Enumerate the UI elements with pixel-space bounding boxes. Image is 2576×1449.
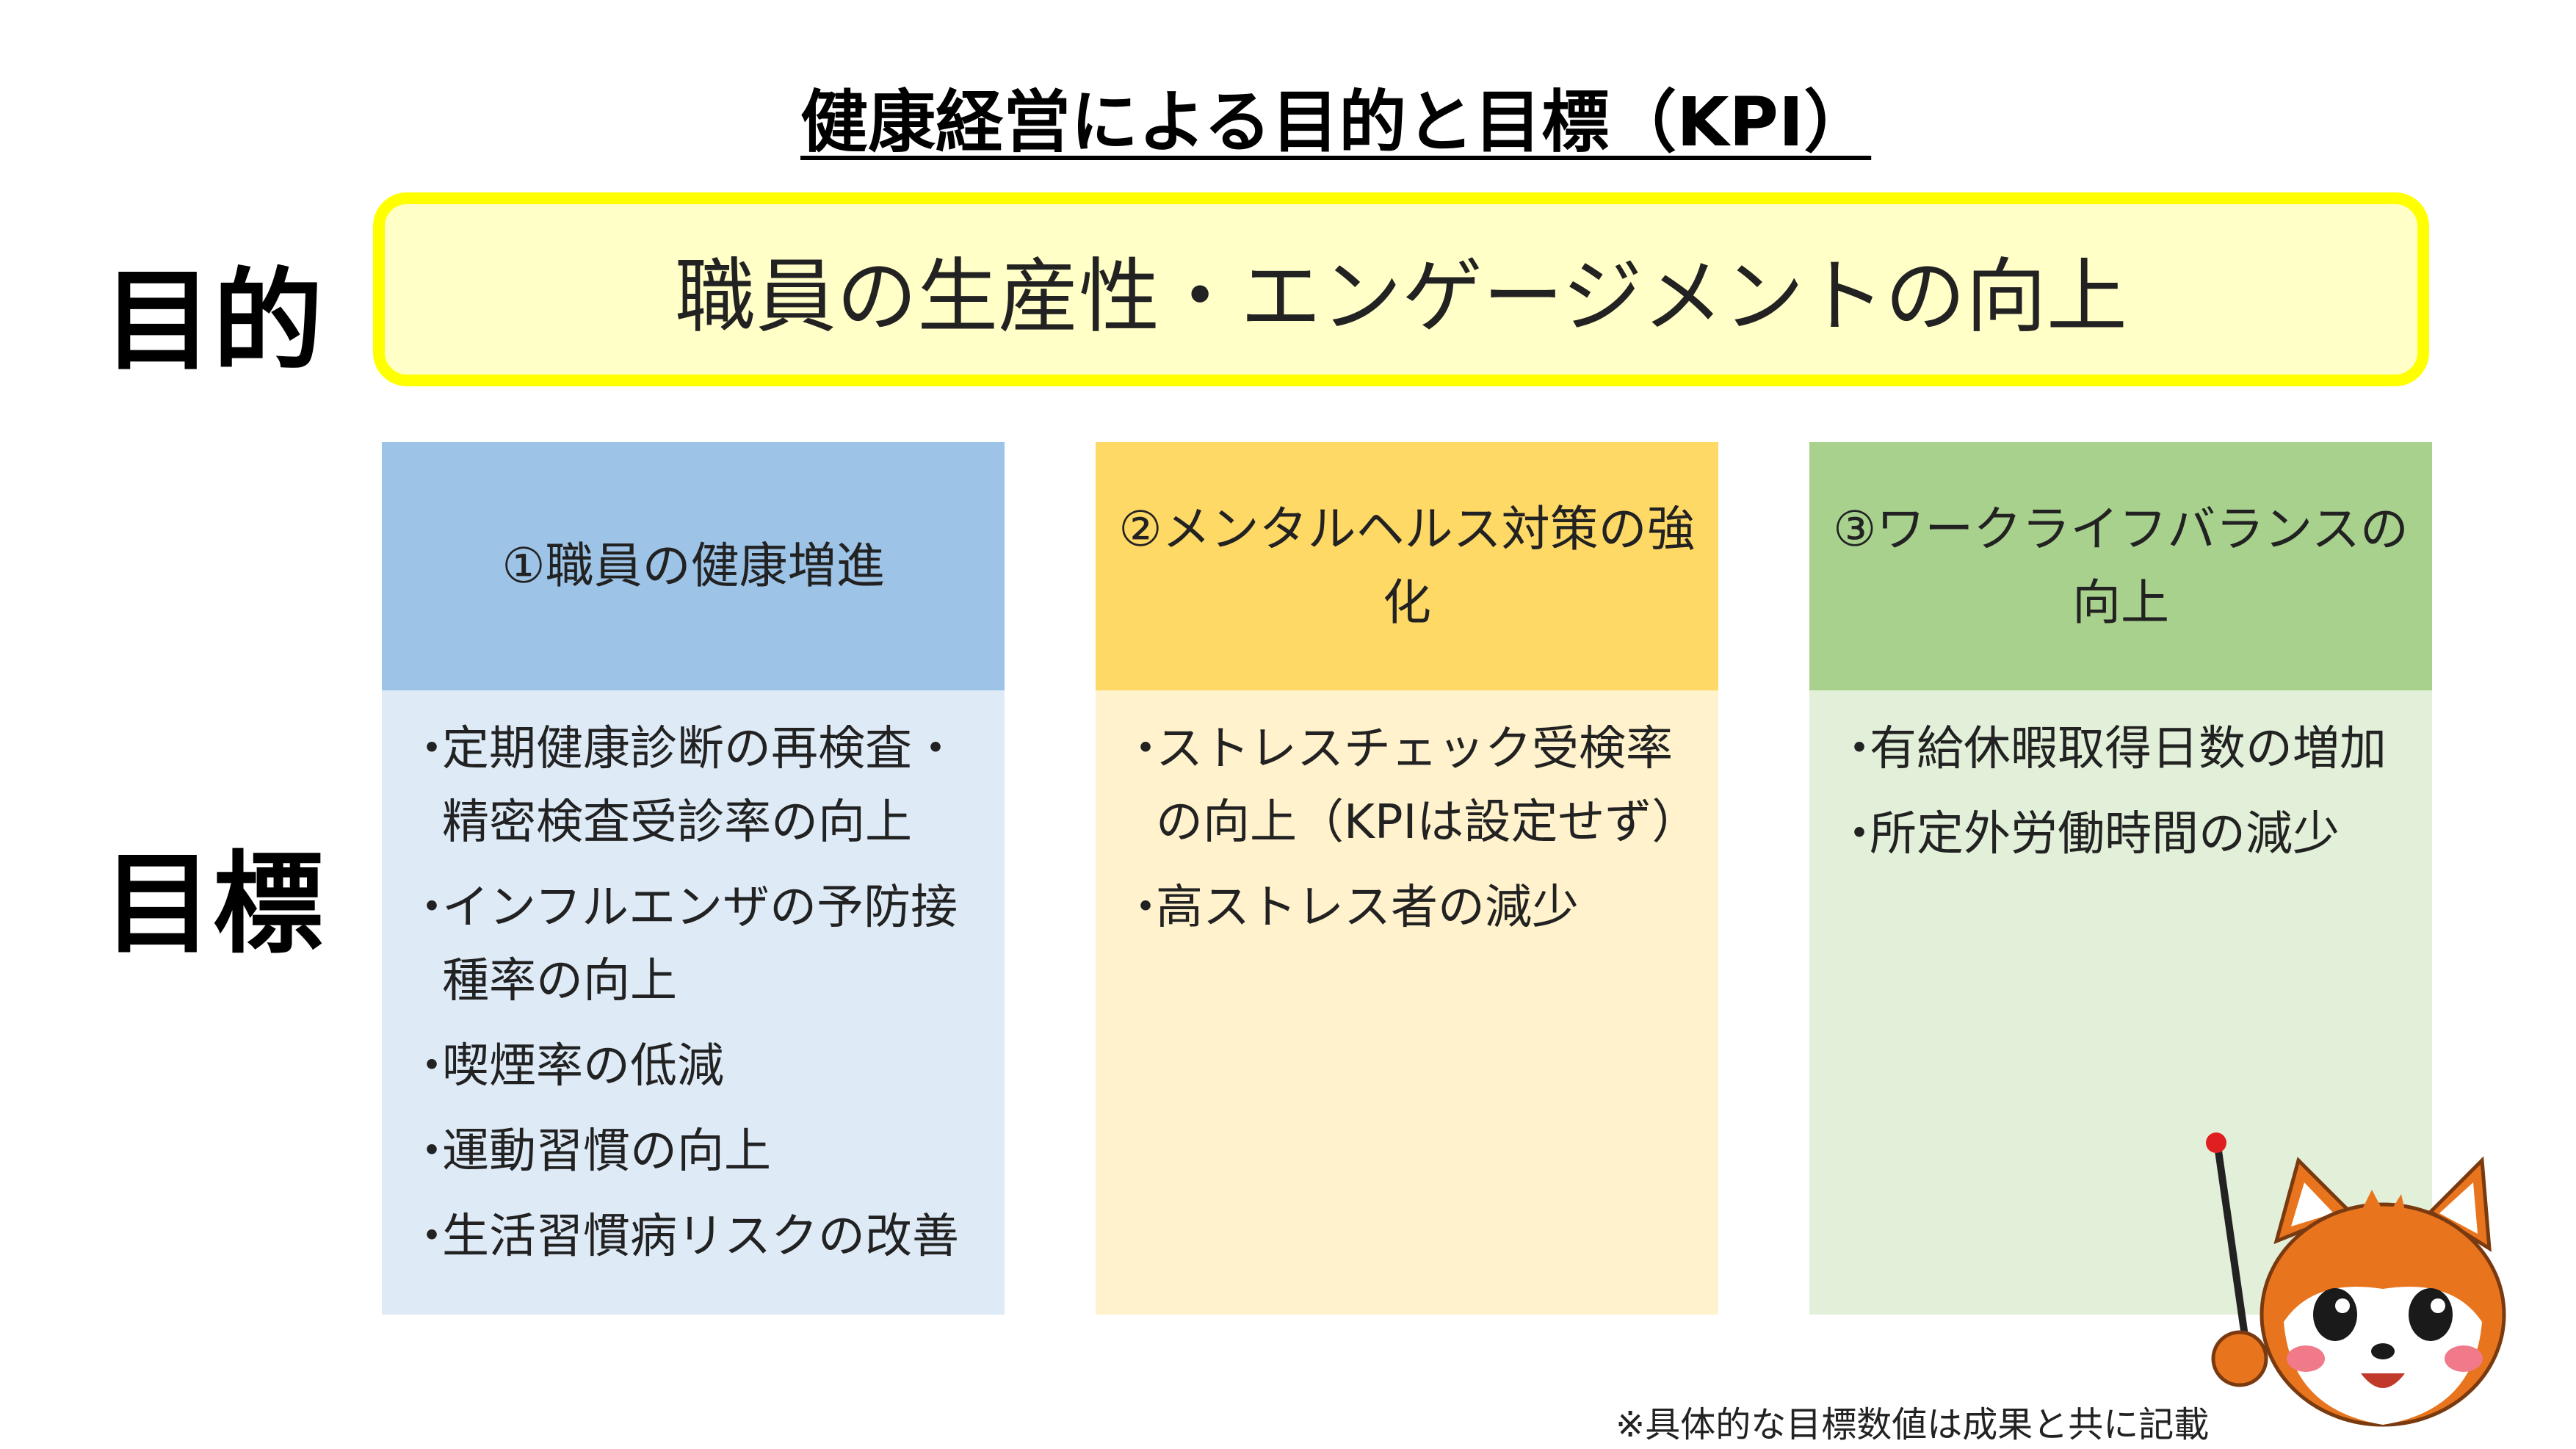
bullet-icon: ・ bbox=[1122, 722, 1169, 776]
fox-mascot-icon bbox=[2206, 1132, 2506, 1427]
bullet-icon: ・ bbox=[1122, 881, 1169, 935]
purpose-text: 職員の生産性・エンゲージメントの向上 bbox=[675, 250, 2127, 344]
purpose-label: 目的 bbox=[103, 258, 324, 386]
page-title: 健康経営による目的と目標（KPI） bbox=[800, 83, 1872, 162]
column-header: ①職員の健康増進 bbox=[382, 442, 1005, 690]
column-body: ・定期健康診断の再検査・精密検査受診率の向上 ・インフルエンザの予防接種率の向上… bbox=[382, 690, 1005, 1315]
column-header: ②メンタルヘルス対策の強化 bbox=[1096, 442, 1718, 690]
list-item: ・所定外労働時間の減少 bbox=[1831, 798, 2410, 871]
list-item: ・定期健康診断の再検査・精密検査受診率の向上 bbox=[404, 712, 983, 859]
goals-label: 目標 bbox=[103, 841, 324, 969]
list-item: ・ストレスチェック受検率の向上（KPIは設定せず） bbox=[1118, 712, 1698, 859]
list-item: ・運動習慣の向上 bbox=[404, 1115, 983, 1188]
bullet-icon: ・ bbox=[408, 881, 455, 935]
list-item: ・高ストレス者の減少 bbox=[1118, 871, 1696, 944]
column-body: ・ストレスチェック受検率の向上（KPIは設定せず） ・高ストレス者の減少 bbox=[1096, 690, 1718, 1315]
column-header: ③ワークライフバランスの向上 bbox=[1809, 442, 2432, 690]
bullet-icon: ・ bbox=[1836, 807, 1883, 861]
list-item: ・インフルエンザの予防接種率の向上 bbox=[404, 871, 983, 1018]
list-item: ・喫煙率の低減 bbox=[404, 1030, 983, 1103]
purpose-box: 職員の生産性・エンゲージメントの向上 bbox=[373, 192, 2429, 386]
bullet-icon: ・ bbox=[408, 722, 455, 776]
goal-column-health: ①職員の健康増進 ・定期健康診断の再検査・精密検査受診率の向上 ・インフルエンザ… bbox=[382, 442, 1005, 1315]
list-item: ・有給休暇取得日数の増加 bbox=[1831, 712, 2410, 786]
footnote: ※具体的な目標数値は成果と共に記載 bbox=[1616, 1404, 2210, 1445]
bullet-icon: ・ bbox=[408, 1039, 455, 1094]
goal-column-mental-health: ②メンタルヘルス対策の強化 ・ストレスチェック受検率の向上（KPIは設定せず） … bbox=[1096, 442, 1718, 1315]
bullet-icon: ・ bbox=[1836, 722, 1883, 776]
list-item: ・生活習慣病リスクの改善 bbox=[404, 1200, 983, 1273]
bullet-icon: ・ bbox=[408, 1210, 455, 1264]
bullet-icon: ・ bbox=[408, 1124, 455, 1179]
